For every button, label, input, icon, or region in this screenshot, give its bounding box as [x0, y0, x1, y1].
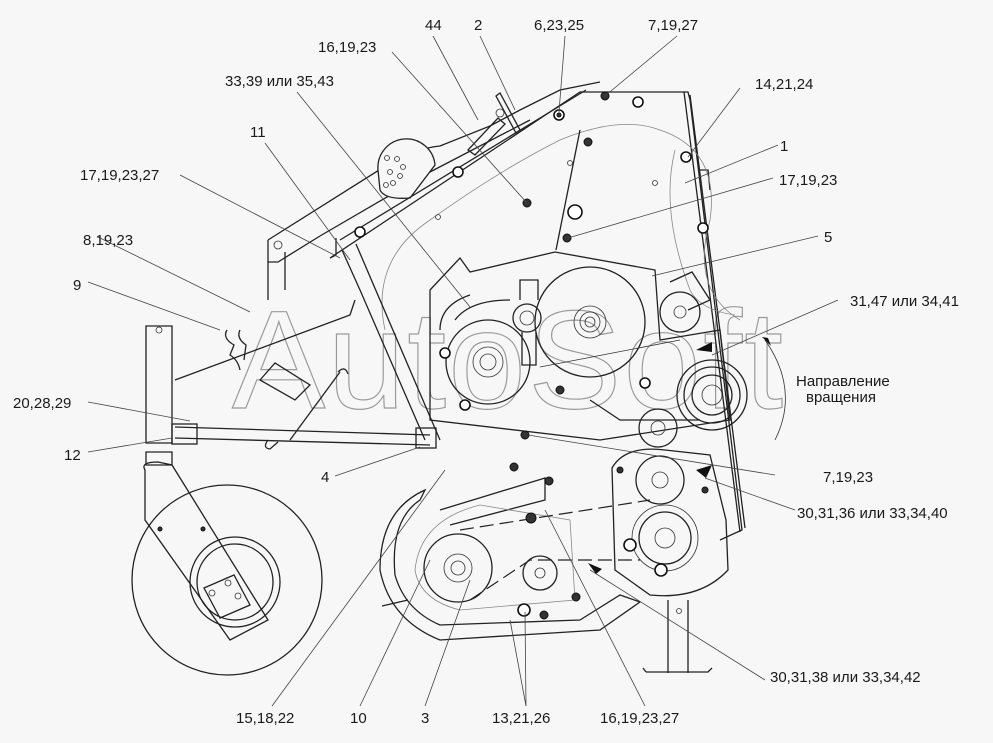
callout-16-19-23: 16,19,23 — [318, 39, 376, 56]
callout-20-28-29: 20,28,29 — [13, 395, 71, 412]
callout-13-21-26: 13,21,26 — [492, 710, 550, 727]
callout-14-21-24: 14,21,24 — [755, 76, 813, 93]
callout-3: 3 — [421, 710, 429, 727]
rotation-direction-label-line1: Направление — [796, 373, 890, 390]
upper-arm — [267, 81, 601, 300]
rotation-arrow — [762, 337, 786, 441]
callout-33-39-or-35-43: 33,39 или 35,43 — [225, 73, 334, 90]
callout-1: 1 — [780, 138, 788, 155]
callout-30-31-38-or-33-34-42: 30,31,38 или 33,34,42 — [770, 669, 921, 686]
upper-drive-plate — [429, 251, 731, 441]
callout-11: 11 — [250, 124, 266, 141]
callout-10: 10 — [350, 710, 367, 727]
callout-15-18-22: 15,18,22 — [236, 710, 294, 727]
rotation-direction-label-line2: вращения — [806, 389, 876, 406]
retaining-pin — [174, 299, 356, 441]
panel-bolts — [354, 91, 709, 243]
callout-4: 4 — [321, 469, 329, 486]
callout-2: 2 — [474, 17, 482, 34]
tie-rod — [171, 423, 437, 450]
upper-sprockets — [439, 266, 748, 448]
callout-7-19-23: 7,19,23 — [823, 469, 873, 486]
callout-30-31-36-or-33-34-40: 30,31,36 или 33,34,40 — [797, 505, 948, 522]
callout-31-47-or-34-41: 31,47 или 34,41 — [850, 293, 959, 310]
callout-17-19-23: 17,19,23 — [779, 172, 837, 189]
tensioner-arrows — [588, 342, 712, 574]
leader-lines — [87, 35, 839, 707]
callout-44: 44 — [425, 17, 442, 34]
callout-labels: 44 2 6,23,25 7,19,27 16,19,23 33,39 или … — [13, 17, 959, 727]
callout-17-19-23-27: 17,19,23,27 — [80, 167, 159, 184]
callout-16-19-23-27: 16,19,23,27 — [600, 710, 679, 727]
callout-5: 8,19,23 — [83, 232, 133, 249]
adjustment-disc — [377, 138, 436, 199]
callout-9: 9 — [73, 277, 81, 294]
callout-12: 12 — [64, 447, 81, 464]
callout-8-19-23: 5 — [824, 229, 832, 246]
watermark: AutoSoft — [232, 281, 785, 438]
callout-7-19-27: 7,19,27 — [648, 17, 698, 34]
callout-6-23-25: 6,23,25 — [534, 17, 584, 34]
parking-stand — [642, 600, 713, 673]
lower-chain-case — [379, 430, 651, 641]
lower-gearbox — [611, 448, 729, 597]
